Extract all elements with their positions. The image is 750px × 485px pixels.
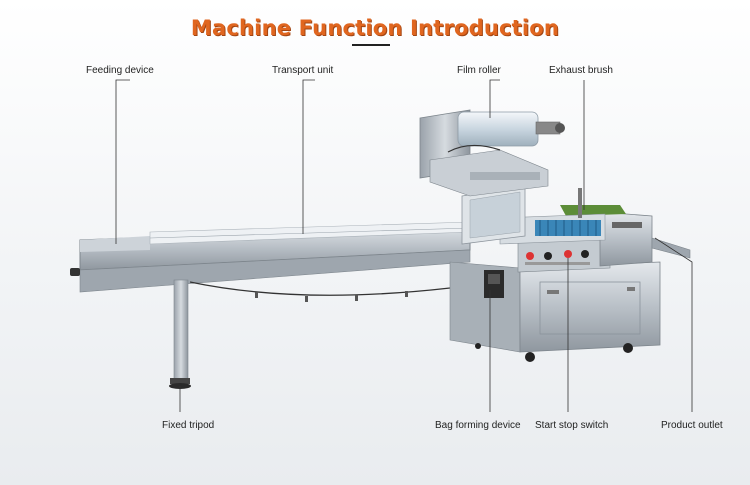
fixed-tripod-leg: [169, 279, 191, 389]
exhaust-brush-unit: [499, 188, 606, 245]
label-start-stop-switch: Start stop switch: [535, 420, 609, 431]
cable: [189, 281, 451, 296]
leader-lines: [115, 79, 693, 412]
label-product-outlet: Product outlet: [661, 420, 723, 431]
main-cabinet: [449, 261, 661, 362]
film-roller-assembly: [419, 109, 565, 197]
label-exhaust-brush: Exhaust brush: [549, 65, 613, 76]
label-feeding-device: Feeding device: [86, 65, 154, 76]
label-transport-unit: Transport unit: [272, 65, 334, 76]
bag-forming-device: [461, 185, 526, 298]
label-fixed-tripod: Fixed tripod: [162, 420, 215, 431]
title-underline: [352, 44, 390, 46]
transport-unit-body: [70, 221, 471, 293]
page-title: Machine Function Introduction: [190, 16, 560, 40]
control-panel: [517, 235, 611, 273]
label-film-roller: Film roller: [457, 65, 501, 76]
cable-clips: [255, 291, 408, 302]
label-bag-forming-device: Bag forming device: [435, 420, 521, 431]
